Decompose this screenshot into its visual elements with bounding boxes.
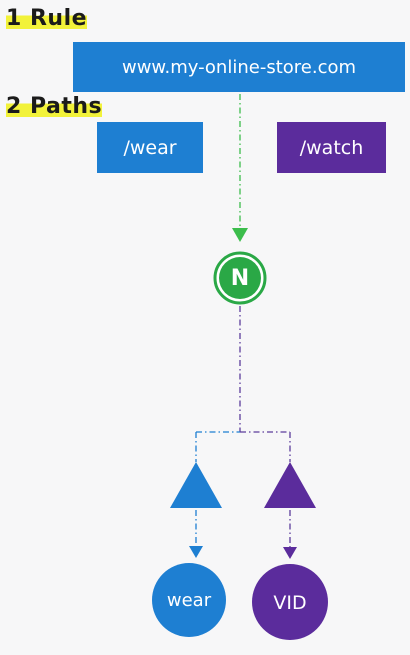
pod-label-vid: VID [273,592,307,614]
wear-pod-arrowhead [189,546,203,558]
nginx-icon [219,257,261,299]
rule-heading-text: 1 Rule [6,6,88,31]
path-box-wear: /wear [97,122,203,173]
path-label-watch: /watch [299,136,364,159]
path-box-watch: /watch [277,122,386,173]
nginx-controller-label: N [230,265,250,291]
pod-label-wear: wear [166,589,212,611]
vid-pod-circle [252,564,328,640]
host-box: www.my-online-store.com [73,42,405,92]
paths-heading: 2 Paths [6,94,108,119]
paths-heading-text: 2 Paths [6,94,103,119]
wear-service-icon [170,462,222,508]
wear-pod-circle [152,563,226,637]
watch-service-icon [264,462,316,508]
path-label-wear: /wear [123,136,177,159]
vid-pod-arrowhead [283,547,297,559]
host-to-controller-arrowhead [232,228,248,242]
host-label: www.my-online-store.com [121,56,357,78]
rule-heading: 1 Rule [6,6,93,31]
